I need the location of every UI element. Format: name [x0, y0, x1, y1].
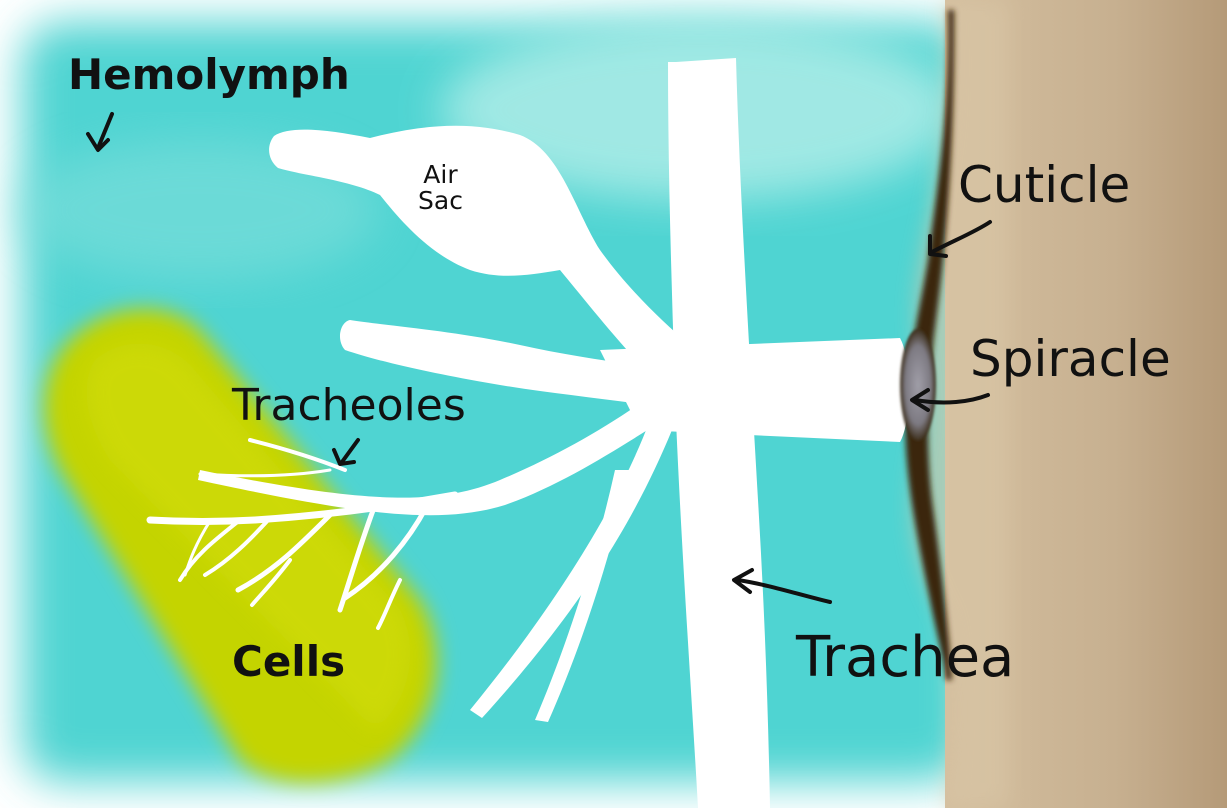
air-sac-label-line1: Air [418, 162, 463, 188]
spiracle-opening [900, 329, 936, 441]
cuticle-label: Cuticle [958, 160, 1130, 210]
trachea-label: Trachea [796, 630, 1014, 686]
cells-label: Cells [232, 641, 345, 683]
tracheoles-label: Tracheoles [232, 384, 466, 428]
air-sac-label-line2: Sac [418, 188, 463, 214]
air-sac-label: Air Sac [418, 162, 463, 215]
spiracle-label: Spiracle [970, 334, 1171, 384]
hemolymph-label: Hemolymph [68, 54, 350, 96]
